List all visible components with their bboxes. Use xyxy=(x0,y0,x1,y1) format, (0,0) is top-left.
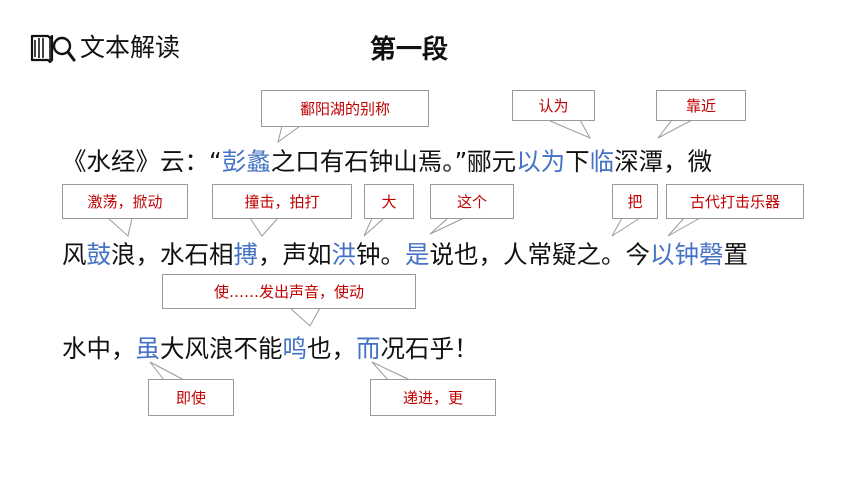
passage-text: 钟。 xyxy=(356,240,405,269)
passage-line-3: 水中，虽大风浪不能鸣也，而况石乎！ xyxy=(62,334,479,364)
highlighted-word: 鸣 xyxy=(282,334,308,363)
highlighted-word: 而 xyxy=(356,334,381,363)
book-magnifier-icon xyxy=(30,34,76,64)
annotation-kaojin: 靠近 xyxy=(656,90,746,121)
passage-text: 也， xyxy=(307,334,356,363)
passage-text: 水中， xyxy=(62,334,136,363)
highlighted-word: 以为 xyxy=(516,147,566,176)
highlighted-word: 以 xyxy=(650,240,675,269)
annotation-zhuangji: 撞击，拍打 xyxy=(212,184,352,219)
passage-text: 浪，水石相 xyxy=(111,240,234,269)
section-title: 第一段 xyxy=(370,35,449,65)
passage-text: 说也，人常疑之。今 xyxy=(429,240,651,269)
passage-line-1: 《水经》云：“彭蠡之口有石钟山焉。”郦元以为下临深潭，微 xyxy=(62,147,712,177)
annotation-jidang: 激荡，掀动 xyxy=(62,184,188,219)
annotation-shi: 使……发出声音，使动 xyxy=(162,274,416,309)
passage-text: 下 xyxy=(565,147,590,176)
highlighted-word: 彭蠡 xyxy=(221,147,271,176)
passage-text: 风 xyxy=(62,240,87,269)
passage-text: ，声如 xyxy=(258,240,332,269)
passage-text: 况石乎！ xyxy=(380,334,479,363)
passage-text: 之口有石钟山焉。”郦元 xyxy=(270,147,517,176)
highlighted-word: 磬 xyxy=(699,240,724,269)
highlighted-word: 是 xyxy=(405,240,430,269)
annotation-yiwei: 认为 xyxy=(512,90,595,121)
highlighted-word: 临 xyxy=(589,147,615,176)
highlighted-word: 洪 xyxy=(331,240,357,269)
annotation-dijin: 递进，更 xyxy=(370,379,496,416)
annotation-da: 大 xyxy=(364,184,414,219)
annotation-gudai: 古代打击乐器 xyxy=(666,184,804,219)
passage-text: 置 xyxy=(723,240,749,269)
passage-line-2: 风鼓浪，水石相搏，声如洪钟。是说也，人常疑之。今以钟磬置 xyxy=(62,240,748,270)
passage-text: 大风浪不能 xyxy=(160,334,283,363)
passage-text: 深潭，微 xyxy=(614,147,713,176)
highlighted-word: 虽 xyxy=(135,334,161,363)
annotation-zhege: 这个 xyxy=(430,184,514,219)
highlighted-word: 钟 xyxy=(674,240,700,269)
annotation-jishi: 即使 xyxy=(148,379,234,416)
passage-text: 《水经》云：“ xyxy=(62,147,222,176)
annotation-poyang: 鄱阳湖的别称 xyxy=(261,90,429,127)
highlighted-word: 鼓 xyxy=(86,240,112,269)
header-title: 文本解读 xyxy=(80,33,181,62)
annotation-ba: 把 xyxy=(612,184,658,219)
highlighted-word: 搏 xyxy=(233,240,259,269)
